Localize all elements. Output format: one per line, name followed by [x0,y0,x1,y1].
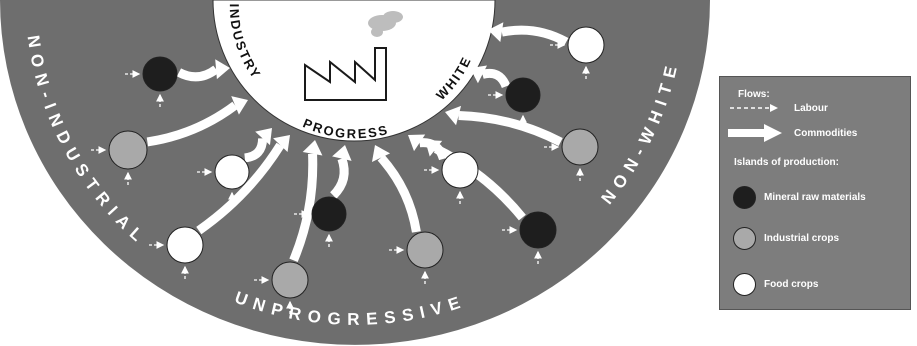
industrial-island [272,262,308,298]
mineral-island [312,197,346,231]
food-swatch [733,273,756,296]
food-island [568,27,604,63]
food-island [215,155,249,189]
commodities-arrow-icon [726,123,786,143]
legend-industrial-label: Industrial crops [764,233,839,244]
industrial-island [407,232,443,268]
legend-food-label: Food crops [764,279,818,290]
legend: Flows: Labour Commodities Islands of pro… [719,76,911,310]
industrial-island [109,131,147,169]
mineral-island [520,212,556,248]
industrial-island [562,129,598,165]
legend-labour-label: Labour [794,103,828,114]
food-island [167,227,203,263]
mineral-swatch [733,186,756,209]
mineral-island [143,57,177,91]
food-island [442,152,478,188]
legend-mineral-label: Mineral raw materials [764,192,866,203]
labour-arrow-icon [726,101,786,115]
legend-commodities-label: Commodities [794,128,857,139]
legend-islands-heading: Islands of production: [734,157,839,168]
industrial-swatch [733,227,756,250]
mineral-island [506,78,540,112]
legend-flows-heading: Flows: [738,89,770,100]
